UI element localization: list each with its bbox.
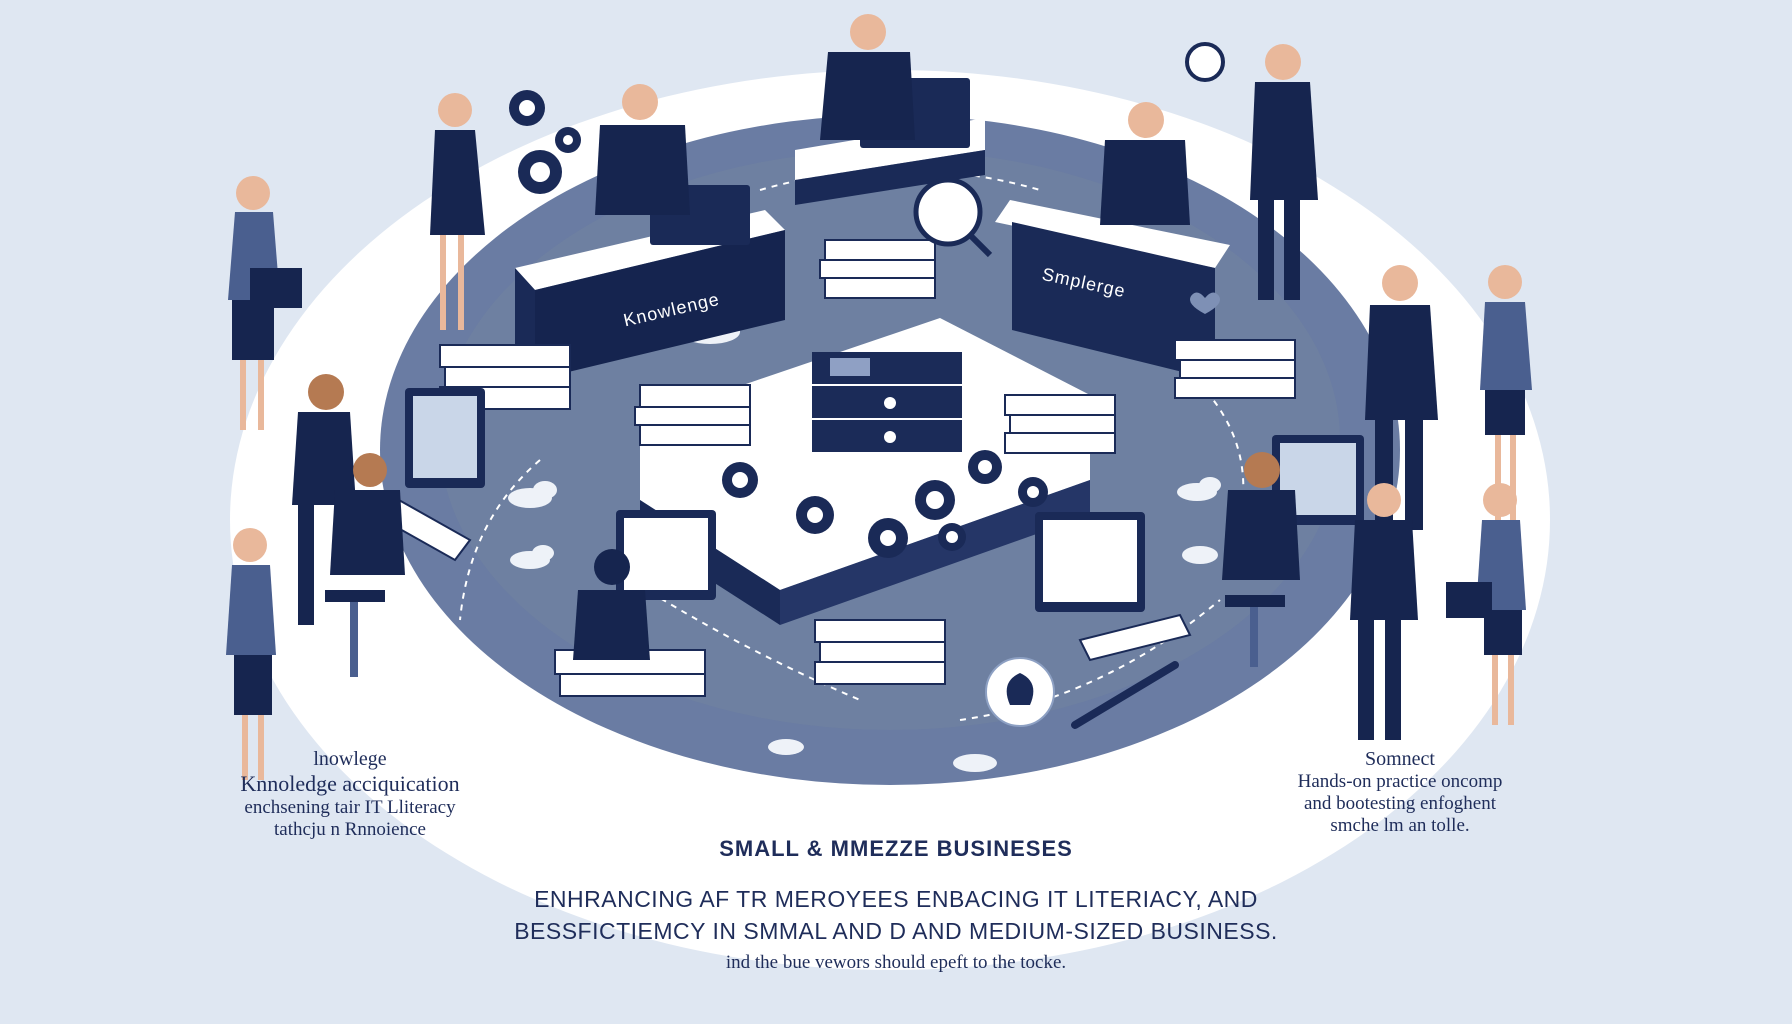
briefcase-icon	[250, 268, 302, 308]
person-seated-right	[1222, 452, 1300, 667]
server-rack-icon	[812, 352, 962, 452]
person-seated-left	[325, 453, 405, 677]
person-woman-bottom-left	[226, 528, 276, 780]
left-caption-subheading: Knnoledge acciquication	[240, 771, 460, 796]
person-man-magnifier	[1250, 44, 1318, 300]
monitors	[405, 78, 1364, 612]
person-man-standing-left	[292, 374, 356, 625]
person-seated-center	[573, 549, 650, 660]
right-caption-line1: Hands-on practice oncomp	[1297, 771, 1503, 792]
person-woman-far-right	[1446, 483, 1526, 725]
pen	[1071, 661, 1179, 729]
gear-icon	[509, 90, 1048, 558]
magnifier-icon	[913, 42, 1225, 258]
person-businesswoman-right	[1480, 265, 1532, 520]
document-stack-icon	[439, 239, 1296, 697]
bottom-text-line2: BESSFICTIEMCY IN SMMAL AND D AND MEDIUM-…	[514, 918, 1278, 944]
people	[226, 14, 1532, 780]
right-caption-heading: Somnect	[1365, 748, 1435, 770]
right-caption: Somnect Hands-on practice oncomp and boo…	[1100, 748, 1700, 837]
left-caption-line2: tathcju n Rnnoience	[274, 819, 426, 840]
person-businesswoman-gears	[430, 93, 485, 330]
person-man-standing-right	[1350, 483, 1418, 740]
left-caption-heading: lnowlege	[313, 748, 387, 770]
person-top-desk	[820, 14, 915, 140]
left-caption-line1: enchsening tair IT Lliteracy	[244, 797, 456, 818]
right-caption-line3: smche lm an tolle.	[1330, 815, 1470, 836]
heart-icon	[1189, 292, 1221, 314]
lightbulb-icon	[985, 657, 1055, 727]
right-desk: Smplerge	[995, 200, 1230, 380]
center-title: SMALL & MMEZZE BUSINESES	[719, 836, 1073, 861]
person-businesswoman-left	[228, 176, 302, 430]
bottom-text-line3: ind the bue vewors should epeft to the t…	[725, 952, 1067, 973]
bottom-text-line1: ENHRANCING AF TR MEROYEES ENBACING IT LI…	[534, 886, 1258, 912]
right-caption-line2: and bootesting enfoghent	[1303, 793, 1497, 814]
left-caption: lnowlege Knnoledge acciquication enchsen…	[0, 748, 700, 841]
person-seated-left-desk	[595, 84, 690, 215]
person-right-desk	[1100, 102, 1190, 225]
